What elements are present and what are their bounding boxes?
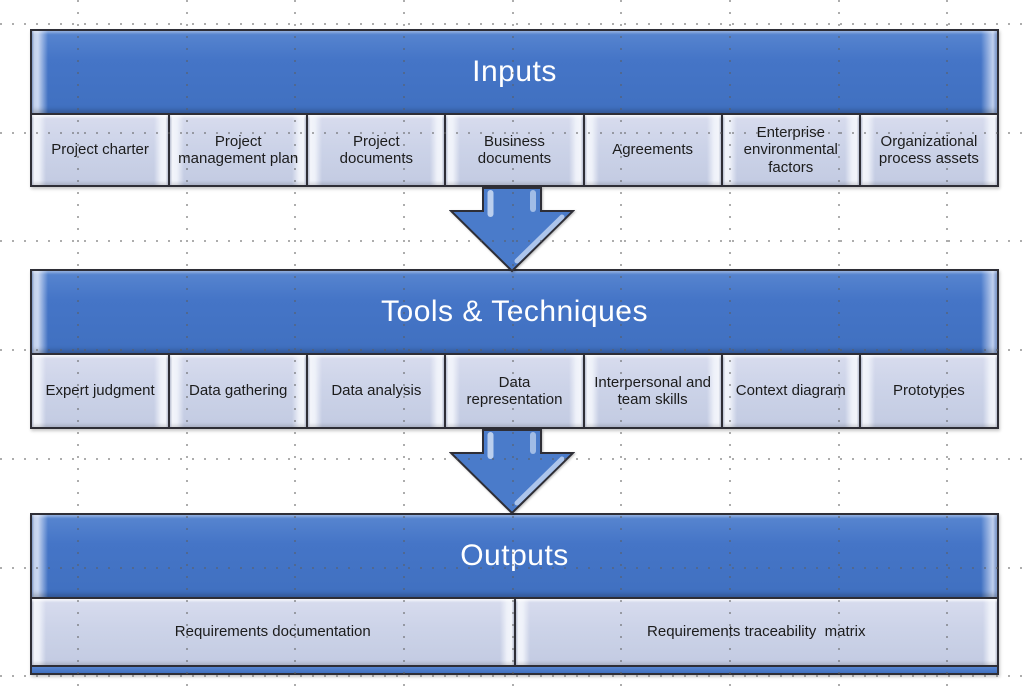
output-requirements-documentation: Requirements documentation: [32, 599, 514, 665]
inputs-header-title: Inputs: [472, 55, 557, 88]
tool-data-representation: Data representation: [444, 355, 582, 427]
down-arrow-icon: [449, 187, 575, 273]
outputs-items-row: Requirements documentation Requirements …: [32, 599, 997, 667]
output-requirements-traceability-matrix: Requirements traceability matrix: [513, 599, 998, 665]
input-business-documents: Business documents: [444, 115, 582, 185]
tool-data-analysis: Data analysis: [306, 355, 444, 427]
outputs-bottom-strip: [32, 667, 997, 673]
tools-techniques-header-title: Tools & Techniques: [381, 295, 648, 328]
tool-data-gathering: Data gathering: [168, 355, 306, 427]
section-tools-techniques: Tools & Techniques Expert judgment Data …: [30, 269, 999, 429]
tool-expert-judgment: Expert judgment: [32, 355, 168, 427]
input-enterprise-environmental-factors: Enterprise environmental factors: [720, 115, 859, 185]
input-agreements: Agreements: [582, 115, 721, 185]
tool-interpersonal-and-team-skills: Interpersonal and team skills: [582, 355, 721, 427]
outputs-header: Outputs: [32, 515, 997, 599]
input-project-charter: Project charter: [32, 115, 168, 185]
down-arrow-icon: [449, 429, 575, 515]
tools-items-row: Expert judgment Data gathering Data anal…: [32, 355, 997, 427]
gridline-horizontal: [0, 675, 1024, 677]
tool-context-diagram: Context diagram: [720, 355, 859, 427]
outputs-header-title: Outputs: [460, 539, 569, 572]
input-organizational-process-assets: Organizational process assets: [858, 115, 997, 185]
inputs-items-row: Project charter Project management plan …: [32, 115, 997, 185]
input-project-documents: Project documents: [306, 115, 444, 185]
tools-techniques-header: Tools & Techniques: [32, 271, 997, 355]
gridline-horizontal: [0, 23, 1024, 25]
input-project-management-plan: Project management plan: [168, 115, 306, 185]
section-outputs: Outputs Requirements documentation Requi…: [30, 513, 999, 675]
tool-prototypes: Prototypes: [858, 355, 997, 427]
section-inputs: Inputs Project charter Project managemen…: [30, 29, 999, 187]
inputs-header: Inputs: [32, 31, 997, 115]
